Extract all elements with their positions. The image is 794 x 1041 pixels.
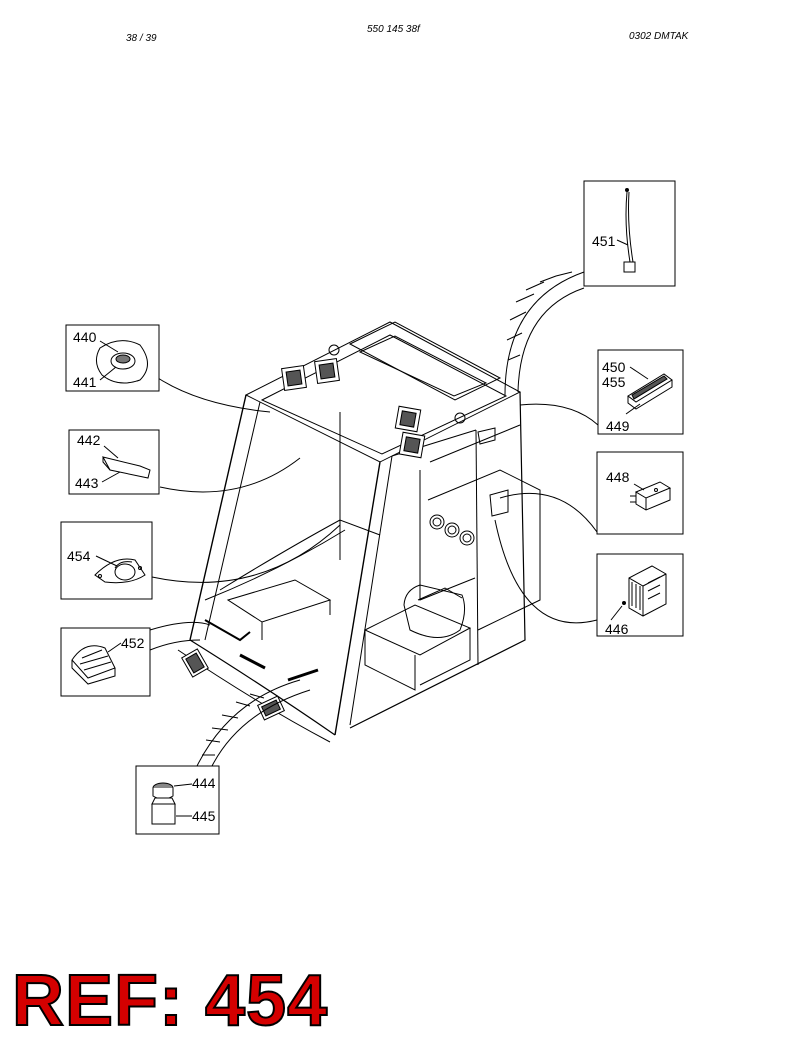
reference-banner: REF: 454 [11,961,329,1041]
callout-455: 455 [602,374,626,390]
callout-443: 443 [75,475,99,491]
callout-440: 440 [73,329,97,345]
callout-444: 444 [192,775,216,791]
leader-lines [149,271,599,767]
callout-452: 452 [121,635,145,651]
callout-442: 442 [77,432,101,448]
callout-448: 448 [606,469,630,485]
detail-box-442-443: 442 443 [68,429,160,495]
detail-box-454: 454 [60,521,153,600]
detail-box-446: 446 [596,553,684,637]
callout-454: 454 [67,548,91,564]
callout-446: 446 [605,621,629,637]
document-code: 0302 DMTAK [629,31,689,42]
callout-449: 449 [606,418,630,434]
detail-box-450-455-449: 450 455 449 [597,349,684,435]
detail-box-452: 452 [60,627,151,697]
callout-451: 451 [592,233,616,249]
callout-450: 450 [602,359,626,375]
detail-box-451: 451 [583,180,676,287]
callout-441: 441 [73,374,97,390]
page-number: 38 / 39 [126,33,157,44]
detail-box-448: 448 [596,451,684,535]
callout-445: 445 [192,808,216,824]
machine-body [177,321,541,743]
document-number: 550 145 38f [367,24,420,35]
detail-box-444-445: 444 445 [135,765,220,835]
detail-box-440-441: 440 441 [65,324,160,392]
